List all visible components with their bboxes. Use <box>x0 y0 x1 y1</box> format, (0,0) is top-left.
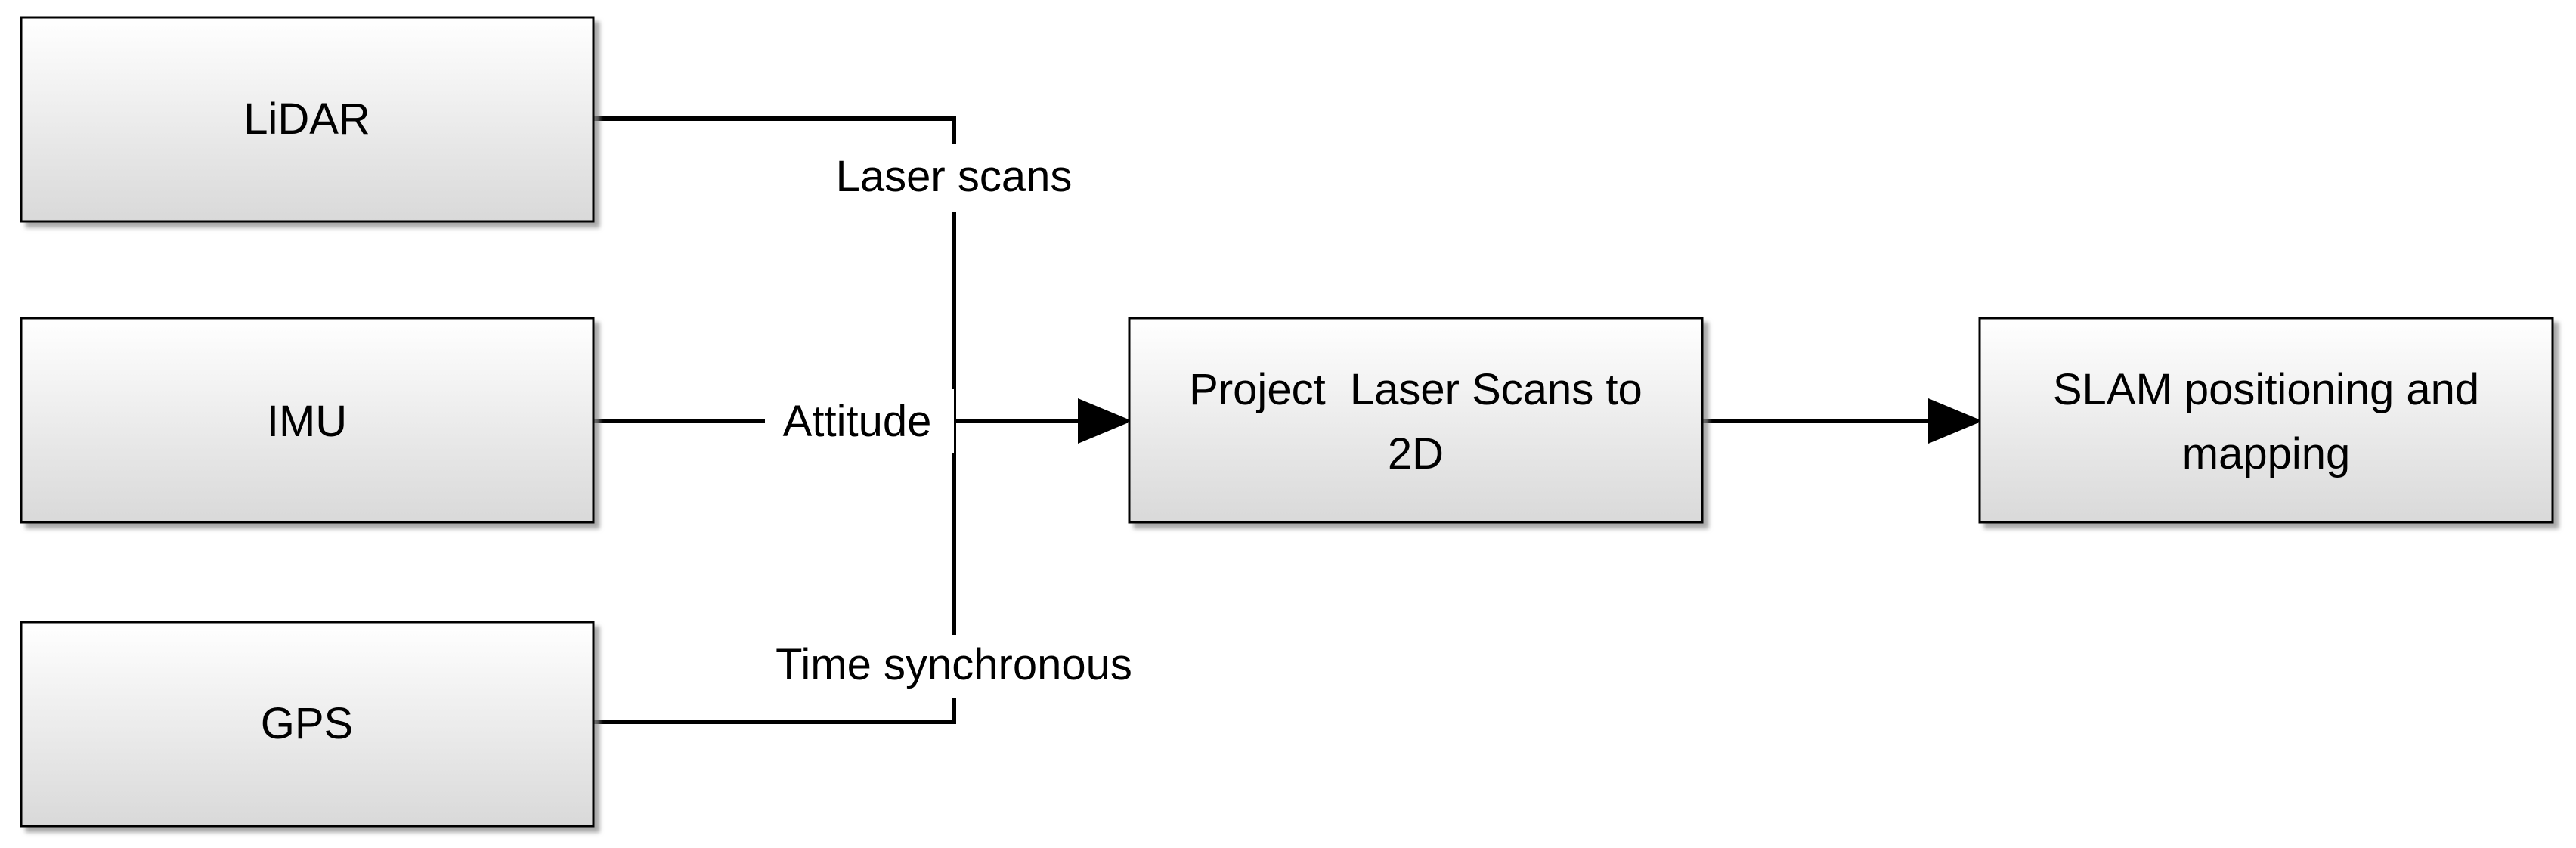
imu-label: IMU <box>267 397 347 446</box>
laser-scans-label: Laser scans <box>813 144 1096 212</box>
imu-box: IMU <box>20 317 595 524</box>
gps-label: GPS <box>261 699 354 748</box>
project-label-line1: Project Laser Scans to <box>1189 365 1643 414</box>
lidar-label: LiDAR <box>243 94 370 144</box>
slam-label-line1: SLAM positioning and <box>2053 365 2479 414</box>
slam-box: SLAM positioning and mapping <box>1978 317 2554 524</box>
lidar-box: LiDAR <box>20 16 595 223</box>
time-synchronous-label: Time synchronous <box>747 635 1161 698</box>
gps-box: GPS <box>20 621 595 828</box>
svg-text:Attitude: Attitude <box>783 397 932 446</box>
project-label-line2: 2D <box>1388 429 1444 478</box>
svg-text:Time synchronous: Time synchronous <box>776 640 1132 689</box>
svg-text:Laser scans: Laser scans <box>836 152 1073 201</box>
project-laser-scans-box: Project Laser Scans to 2D <box>1128 317 1704 524</box>
attitude-label: Attitude <box>765 389 954 453</box>
slam-label-line2: mapping <box>2182 429 2350 478</box>
